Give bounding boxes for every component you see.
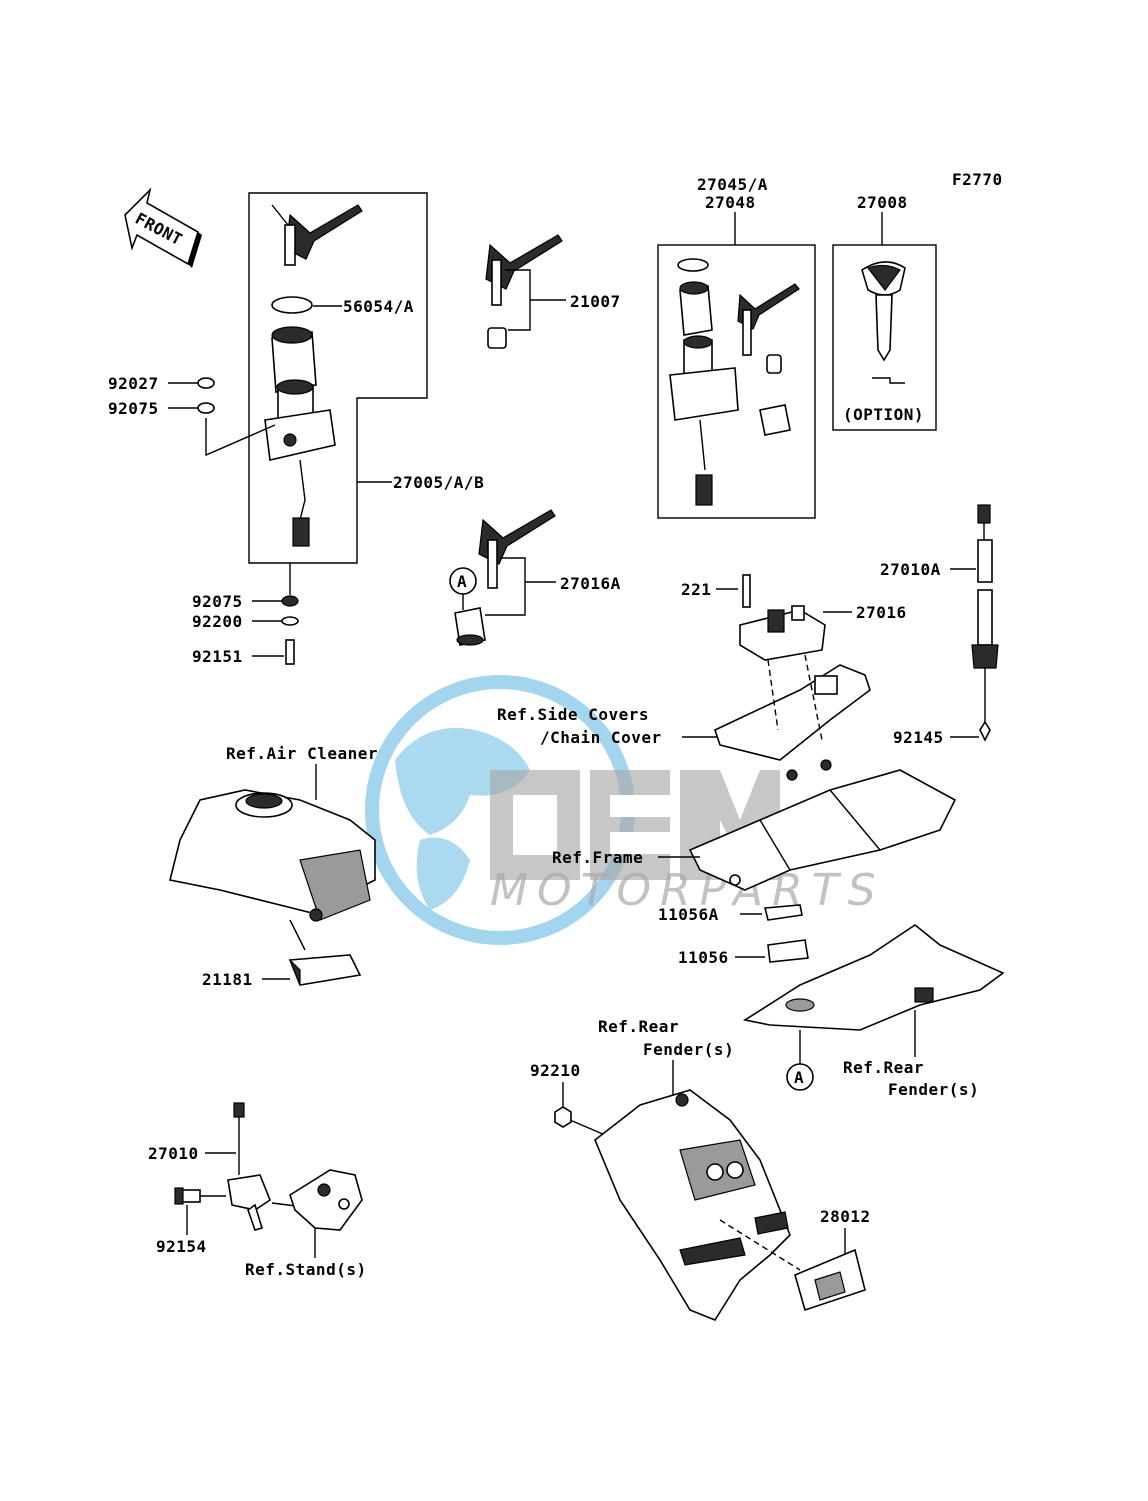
label-92210: 92210 [530, 1061, 581, 1080]
label-92075-bottom: 92075 [192, 592, 243, 611]
ref-side-covers-line2: /Chain Cover [540, 728, 662, 747]
rear-frame-subframe [688, 759, 957, 891]
side-stand-switch-27010 [227, 1102, 271, 1231]
callout-a-bottom-letter: A [794, 1068, 804, 1087]
label-27010A: 27010A [880, 560, 941, 579]
ref-rear-fender-1-line2: Fender(s) [643, 1040, 734, 1059]
option-key-box [832, 244, 937, 431]
label-27045: 27045/A [697, 175, 768, 194]
label-28012: 28012 [820, 1207, 871, 1226]
side-stand-bracket [289, 1169, 363, 1231]
ref-frame: Ref.Frame [552, 848, 643, 867]
label-92145: 92145 [893, 728, 944, 747]
label-21181: 21181 [202, 970, 253, 989]
callout-a-top-letter: A [457, 572, 467, 591]
label-56054: 56054/A [343, 297, 414, 316]
option-label: (OPTION) [843, 405, 924, 424]
watermark-text: MOTORPARTS [490, 865, 885, 916]
seat-lock-switch-27010A [971, 504, 999, 742]
label-27048: 27048 [705, 193, 756, 212]
bolt-92151 [285, 639, 295, 665]
side-cover-bracket [714, 664, 871, 761]
ref-rear-fender-1-line1: Ref.Rear [598, 1017, 679, 1036]
ignition-switch-body [264, 379, 336, 547]
option-key-icon [861, 261, 906, 384]
rear-fender-license-bracket [594, 1089, 791, 1321]
label-27016A: 27016A [560, 574, 621, 593]
label-92200: 92200 [192, 612, 243, 631]
air-cleaner-assembly [169, 789, 376, 922]
bolt-92154 [174, 1187, 201, 1205]
washer-92075-top [197, 402, 215, 414]
label-11056: 11056 [678, 948, 729, 967]
label-221: 221 [681, 580, 711, 599]
seat-lock-bracket-27016 [739, 605, 826, 661]
front-arrow: FRONT [124, 187, 202, 268]
key-set-27016A-icon [454, 509, 556, 646]
diagram-code: F2770 [952, 170, 1003, 189]
assembly-27045-box [657, 244, 816, 519]
ref-air-cleaner: Ref.Air Cleaner [226, 744, 378, 763]
bracket-11056A [763, 904, 803, 921]
ignition-set-27045-icon [669, 258, 800, 506]
lock-cylinder-cap [271, 326, 317, 393]
ref-side-covers-line1: Ref.Side Covers [497, 705, 649, 724]
label-92154: 92154 [156, 1237, 207, 1256]
bracket-11056 [767, 939, 809, 963]
ref-rear-fender-2-line2: Fender(s) [888, 1080, 979, 1099]
washer-92075-bottom [281, 595, 299, 607]
nut-92210 [554, 1106, 572, 1128]
label-11056A: 11056A [658, 905, 719, 924]
ecu-box-21181 [288, 954, 362, 986]
label-92027: 92027 [108, 374, 159, 393]
label-27016: 27016 [856, 603, 907, 622]
washer-92200 [281, 616, 299, 626]
rear-fender-tray [742, 924, 1005, 1031]
label-27010: 27010 [148, 1144, 199, 1163]
label-27008: 27008 [857, 193, 908, 212]
ref-stand: Ref.Stand(s) [245, 1260, 367, 1279]
key-set-21007-icon [485, 234, 563, 349]
label-27005: 27005/A/B [393, 473, 484, 492]
assembly-27005-box [248, 192, 428, 564]
key-icon [271, 204, 363, 266]
washer-56054 [271, 296, 313, 314]
ref-rear-fender-2-line1: Ref.Rear [843, 1058, 924, 1077]
nut-92027 [197, 377, 215, 389]
label-21007: 21007 [570, 292, 621, 311]
callout-a-bottom [786, 1063, 814, 1091]
label-92075-top: 92075 [108, 399, 159, 418]
screw-221 [742, 574, 751, 608]
reflector-28012 [794, 1248, 866, 1312]
label-92151: 92151 [192, 647, 243, 666]
